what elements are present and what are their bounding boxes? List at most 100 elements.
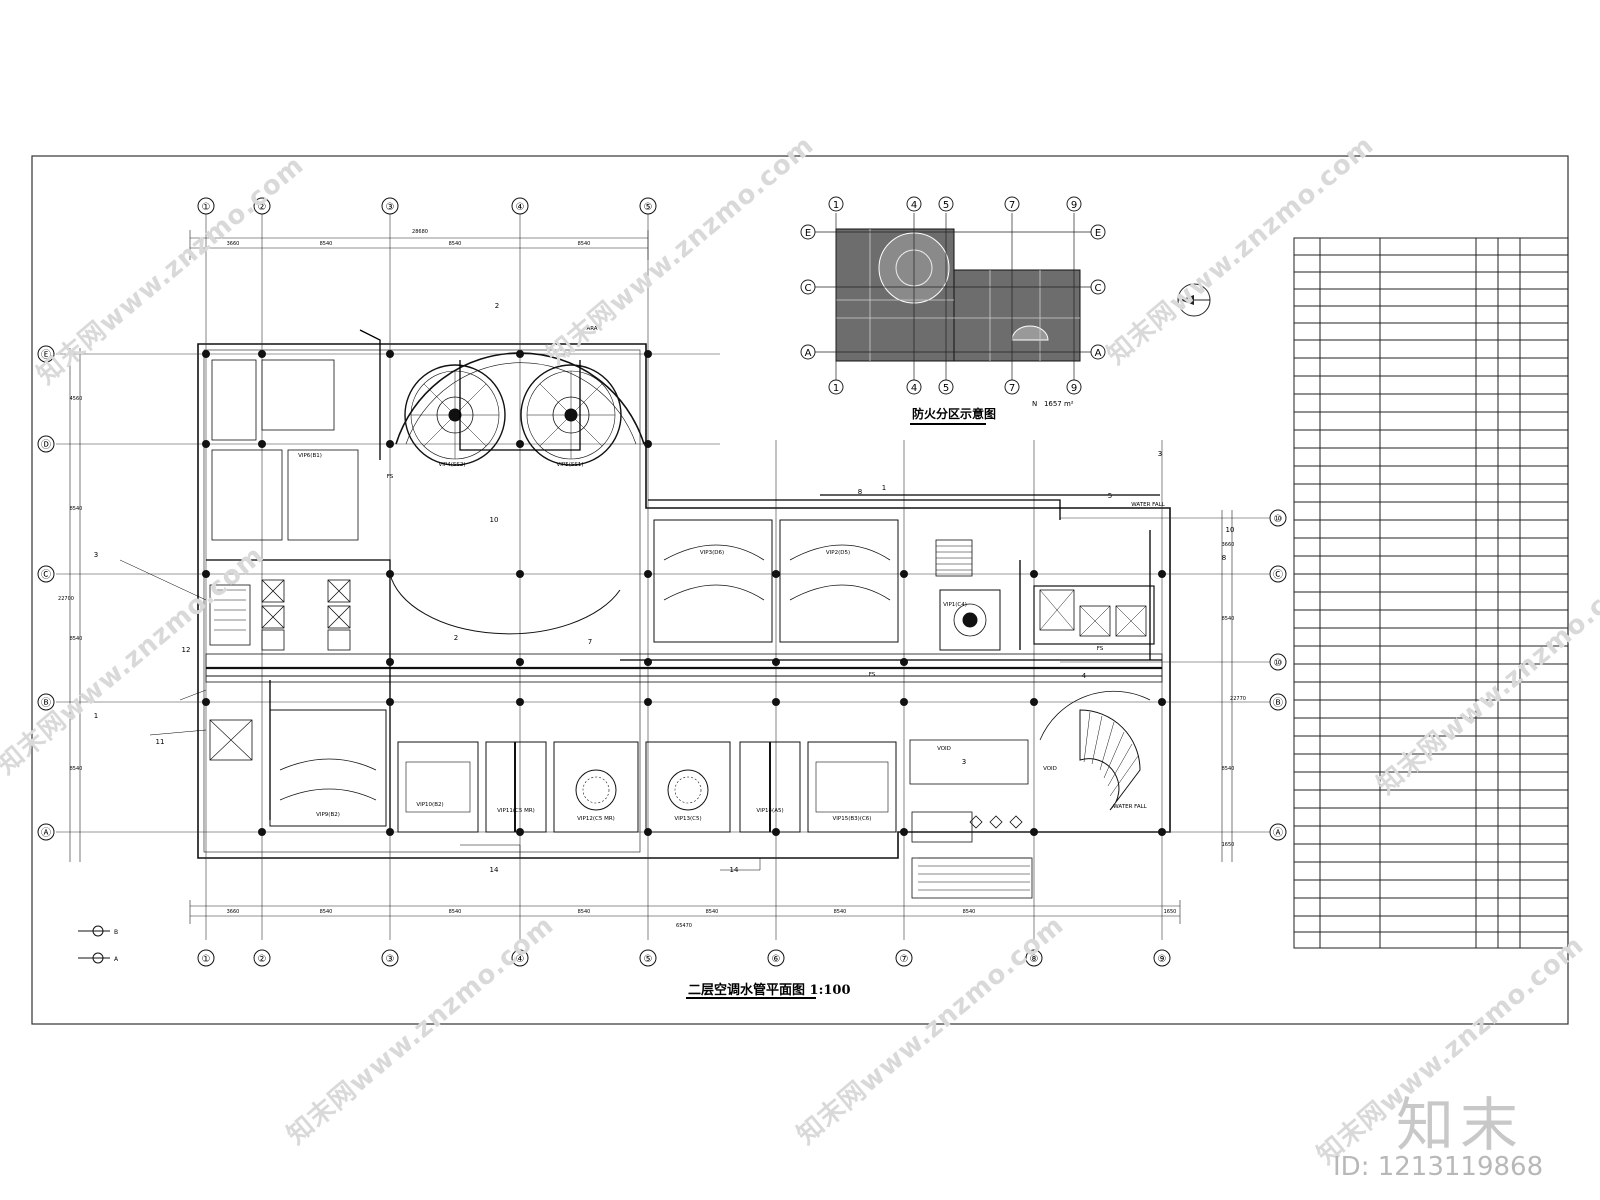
room-vip15: VIP15(B3)(C6) <box>833 816 872 822</box>
svg-text:3: 3 <box>94 551 98 559</box>
svg-text:10: 10 <box>1226 526 1235 534</box>
svg-text:FS: FS <box>1097 646 1104 652</box>
grid-col-5: ⑤ <box>644 202 653 213</box>
svg-text:ARA: ARA <box>586 326 597 332</box>
fire-zone-title: 防火分区示意图 <box>912 407 997 421</box>
svg-text:C: C <box>805 283 812 294</box>
grid-col-1: ① <box>202 202 211 213</box>
svg-text:VOID: VOID <box>1043 766 1057 772</box>
svg-text:10: 10 <box>490 516 499 524</box>
svg-text:Ⓒ: Ⓒ <box>1273 569 1283 581</box>
svg-text:E: E <box>1095 228 1101 239</box>
svg-text:3: 3 <box>1158 450 1162 458</box>
room-vip10: VIP10(B2) <box>416 802 443 808</box>
svg-text:65470: 65470 <box>676 923 692 929</box>
room-vip4: VIP4(SS2) <box>439 462 466 468</box>
svg-text:A: A <box>805 348 812 359</box>
svg-text:8540: 8540 <box>449 241 462 247</box>
svg-text:Ⓐ: Ⓐ <box>1273 827 1283 839</box>
svg-text:8: 8 <box>1222 554 1226 562</box>
svg-text:C: C <box>1095 283 1102 294</box>
svg-text:3660: 3660 <box>1222 542 1235 548</box>
svg-text:8540: 8540 <box>706 909 719 915</box>
svg-text:⑩: ⑩ <box>1274 658 1283 669</box>
svg-text:12: 12 <box>182 646 191 654</box>
svg-text:8540: 8540 <box>70 766 83 772</box>
svg-text:28680: 28680 <box>412 229 428 235</box>
image-id: ID: 1213119868 <box>1333 1152 1544 1182</box>
svg-text:8540: 8540 <box>1222 766 1235 772</box>
room-labels: VIP1(C4) VIP2(D5) VIP3(D6) VIP4(SS2) VIP… <box>298 326 1166 822</box>
svg-text:WATER FALL: WATER FALL <box>1113 804 1147 810</box>
svg-text:WATER FALL: WATER FALL <box>1131 502 1165 508</box>
svg-text:22770: 22770 <box>1230 696 1246 702</box>
grid-col-9: ⑨ <box>1158 954 1167 965</box>
svg-text:2: 2 <box>495 302 499 310</box>
svg-text:9: 9 <box>1071 383 1077 394</box>
room-vip5: VIP5(SS1) <box>557 462 584 468</box>
fire-zone-key-plan: 1 4 5 7 9 1 4 5 7 9 E C A E C A <box>800 196 1106 395</box>
svg-text:2: 2 <box>454 634 458 642</box>
dimension-text: 28680 3660 8540 8540 8540 3660 8540 8540… <box>58 229 1246 929</box>
svg-text:14: 14 <box>730 866 739 874</box>
svg-text:4560: 4560 <box>70 396 83 402</box>
svg-text:1650: 1650 <box>1222 842 1235 848</box>
drawing-title-underline <box>686 997 816 999</box>
svg-text:1: 1 <box>833 383 839 394</box>
svg-text:8540: 8540 <box>70 636 83 642</box>
svg-text:4: 4 <box>911 383 917 394</box>
svg-text:4: 4 <box>1082 672 1087 680</box>
svg-text:8540: 8540 <box>578 241 591 247</box>
svg-text:E: E <box>805 228 811 239</box>
key-col-5: 5 <box>943 200 949 211</box>
room-vip14: VIP14(A5) <box>756 808 783 814</box>
svg-text:8540: 8540 <box>449 909 462 915</box>
svg-text:FS: FS <box>869 672 876 678</box>
svg-text:8540: 8540 <box>834 909 847 915</box>
north-arrow-icon <box>1177 283 1211 317</box>
grid-col-4: ④ <box>516 202 525 213</box>
fire-area-label: N 1657 m² <box>1032 400 1074 408</box>
room-vip9: VIP9(B2) <box>316 812 340 818</box>
svg-text:5: 5 <box>1108 492 1112 500</box>
svg-text:8540: 8540 <box>70 506 83 512</box>
svg-text:11: 11 <box>156 738 165 746</box>
svg-text:VOID: VOID <box>937 746 951 752</box>
grid-col-3: ③ <box>386 202 395 213</box>
svg-text:8540: 8540 <box>320 241 333 247</box>
svg-text:8540: 8540 <box>578 909 591 915</box>
callout-numbers: 2 2 3 3 3 4 5 7 8 8 10 10 11 12 14 14 1 … <box>94 302 1235 874</box>
grid-row-B: Ⓑ <box>41 697 51 709</box>
svg-text:1650: 1650 <box>1164 909 1177 915</box>
svg-text:⑤: ⑤ <box>644 954 653 965</box>
grid-bubbles: ① ② ③ ④ ⑤ ① ② ③ ④ ⑤ ⑥ ⑦ ⑧ ⑨ Ⓔ Ⓓ Ⓒ Ⓑ Ⓐ ⑩ … <box>37 197 1287 967</box>
room-vip1: VIP1(C4) <box>943 602 967 608</box>
room-vip3: VIP3(D6) <box>700 550 724 556</box>
key-col-7: 7 <box>1009 200 1015 211</box>
svg-text:1: 1 <box>882 484 886 492</box>
grid-col-2: ② <box>258 202 267 213</box>
svg-text:3660: 3660 <box>227 241 240 247</box>
svg-text:22700: 22700 <box>58 596 74 602</box>
grid-row-C: Ⓒ <box>41 569 51 581</box>
svg-text:3660: 3660 <box>227 909 240 915</box>
room-vip11: VIP11(C5 MR) <box>497 808 535 814</box>
svg-text:8540: 8540 <box>963 909 976 915</box>
room-vip6: VIP6(B1) <box>298 453 322 459</box>
room-vip12: VIP12(C5 MR) <box>577 816 615 822</box>
room-vip13: VIP13(C5) <box>674 816 701 822</box>
svg-text:7: 7 <box>588 638 592 646</box>
grid-row-A: Ⓐ <box>41 827 51 839</box>
svg-text:③: ③ <box>386 954 395 965</box>
key-col-1: 1 <box>833 200 839 211</box>
floor-plan <box>56 212 1270 940</box>
svg-text:B: B <box>114 929 118 936</box>
svg-text:②: ② <box>258 954 267 965</box>
svg-text:①: ① <box>202 954 211 965</box>
grid-col-8: ⑧ <box>1030 954 1039 965</box>
key-col-4: 4 <box>911 200 917 211</box>
grid-row-E: Ⓔ <box>41 349 51 361</box>
svg-text:14: 14 <box>490 866 499 874</box>
fire-zone-title-underline <box>910 423 986 425</box>
svg-text:8: 8 <box>858 488 862 496</box>
